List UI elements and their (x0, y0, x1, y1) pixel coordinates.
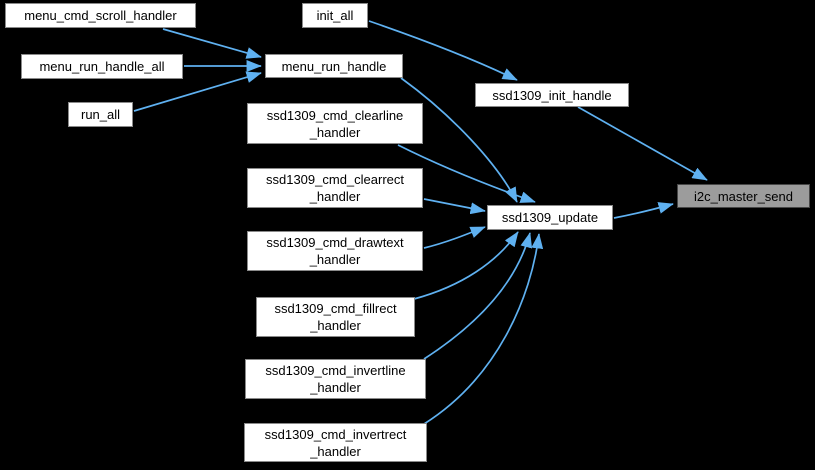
node-label-line2: _handler (309, 124, 361, 140)
node-label: i2c_master_send (694, 188, 793, 204)
node-ssd1309_update[interactable]: ssd1309_update (487, 205, 613, 230)
edge-ssd1309_cmd_clearrect_handler-to-ssd1309_update (423, 198, 486, 215)
node-label-line2: _handler (310, 443, 361, 459)
node-label-line2: _handler (309, 189, 361, 204)
node-ssd1309_cmd_invertrect_handler[interactable]: ssd1309_cmd_invertrect _handler (244, 423, 427, 462)
edge-ssd1309_update-to-i2c_master_send (613, 202, 674, 219)
node-label-line2: _handler (310, 380, 361, 395)
edge-ssd1309_cmd_invertline_handler-to-ssd1309_update (423, 232, 533, 360)
node-ssd1309_cmd_drawtext_handler[interactable]: ssd1309_cmd_drawtext _handler (247, 231, 423, 271)
node-label: ssd1309_cmd_clearline (266, 107, 404, 123)
node-i2c_master_send: i2c_master_send (677, 184, 810, 208)
node-ssd1309_init_handle[interactable]: ssd1309_init_handle (475, 83, 629, 107)
edge-ssd1309_cmd_drawtext_handler-to-ssd1309_update (423, 226, 486, 249)
node-run_all[interactable]: run_all (68, 102, 133, 127)
edge-ssd1309_init_handle-to-i2c_master_send (577, 106, 708, 181)
node-ssd1309_cmd_clearrect_handler[interactable]: ssd1309_cmd_clearrect _handler (247, 168, 423, 208)
node-label: menu_run_handle (281, 58, 387, 74)
node-menu_run_handle_all[interactable]: menu_run_handle_all (21, 54, 183, 79)
edge-ssd1309_cmd_invertrect_handler-to-ssd1309_update (423, 233, 544, 425)
node-label-line2: _handler (309, 252, 361, 267)
node-ssd1309_cmd_invertline_handler[interactable]: ssd1309_cmd_invertline _handler (245, 359, 426, 399)
edge-ssd1309_cmd_fillrect_handler-to-ssd1309_update (413, 231, 519, 300)
edge-ssd1309_cmd_clearline_handler-to-ssd1309_update (397, 144, 536, 203)
node-label: ssd1309_cmd_fillrect (274, 301, 397, 316)
node-label: ssd1309_init_handle (492, 87, 612, 103)
node-label: ssd1309_cmd_clearrect (265, 172, 405, 187)
edge-init_all-to-ssd1309_init_handle (368, 20, 518, 81)
node-label: ssd1309_cmd_invertline (265, 363, 406, 378)
node-label: init_all (316, 8, 354, 23)
node-menu_cmd_scroll_handler[interactable]: menu_cmd_scroll_handler (5, 3, 196, 28)
node-ssd1309_cmd_fillrect_handler[interactable]: ssd1309_cmd_fillrect _handler (256, 297, 415, 337)
node-menu_run_handle[interactable]: menu_run_handle (265, 54, 403, 78)
node-label: menu_cmd_scroll_handler (24, 8, 177, 23)
node-label-line2: _handler (310, 318, 361, 333)
node-ssd1309_cmd_clearline_handler[interactable]: ssd1309_cmd_clearline _handler (247, 103, 423, 144)
node-label: ssd1309_update (501, 210, 599, 225)
node-label: menu_run_handle_all (39, 59, 165, 74)
node-label: run_all (80, 107, 121, 122)
node-label: ssd1309_cmd_drawtext (266, 235, 404, 250)
node-label: ssd1309_cmd_invertrect (264, 426, 407, 442)
node-init_all[interactable]: init_all (302, 3, 368, 28)
edge-menu_cmd_scroll_handler-to-menu_run_handle (162, 28, 262, 59)
edge-run_all-to-menu_run_handle (133, 71, 262, 112)
edge-menu_run_handle-to-ssd1309_update (400, 77, 518, 203)
